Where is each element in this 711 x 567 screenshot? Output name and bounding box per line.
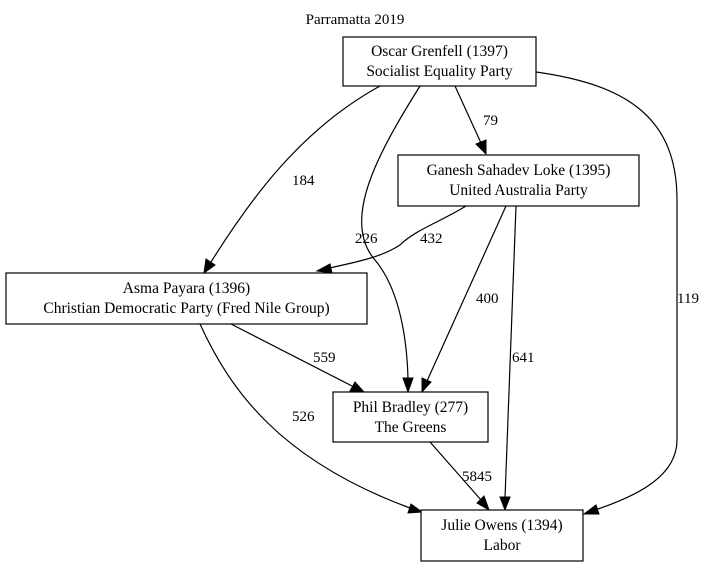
node-party: United Australia Party [449, 182, 588, 199]
edge-oscar-to-ganesh: 79 [454, 85, 498, 156]
edge-oscar-to-asma: 184 [203, 85, 381, 275]
node-box [420, 509, 584, 562]
node-party: The Greens [375, 419, 447, 436]
node-name: Asma Payara (1396) [123, 280, 250, 297]
node-box [5, 272, 368, 325]
edge-label-oscar-phil: 226 [355, 231, 378, 247]
edge-line [199, 323, 411, 509]
edge-line [426, 205, 507, 382]
arrow-head [476, 495, 490, 512]
edge-line [454, 85, 482, 144]
edge-label-phil-julie: 5845 [462, 469, 492, 485]
edge-phil-to-julie: 5845 [429, 441, 492, 512]
edge-ganesh-to-asma: 432 [315, 205, 467, 274]
edge-line [360, 85, 421, 380]
edge-label-asma-julie: 526 [292, 409, 315, 425]
edge-ganesh-to-julie: 641 [499, 205, 535, 512]
node-box [397, 154, 640, 207]
node-name: Ganesh Sahadev Loke (1395) [427, 162, 611, 179]
node-name: Phil Bradley (277) [353, 399, 468, 416]
edge-line [329, 205, 467, 269]
arrow-head [499, 496, 511, 512]
edge-label-oscar-ganesh: 79 [483, 113, 498, 129]
edge-asma-to-phil: 559 [230, 323, 366, 393]
edge-label-ganesh-asma: 432 [420, 231, 443, 247]
node-name: Julie Owens (1394) [441, 517, 562, 534]
node-party: Labor [483, 537, 521, 554]
edges: 79 184 226 119 432 4 [199, 71, 699, 515]
edge-line [230, 323, 353, 387]
node-oscar-grenfell: Oscar Grenfell (1397) Socialist Equality… [342, 36, 537, 87]
node-party: Christian Democratic Party (Fred Nile Gr… [43, 300, 329, 317]
edge-oscar-to-julie: 119 [535, 71, 699, 515]
edge-label-ganesh-julie: 641 [512, 350, 535, 366]
edge-label-oscar-julie: 119 [677, 291, 699, 307]
nodes: Oscar Grenfell (1397) Socialist Equality… [5, 36, 640, 562]
edge-label-ganesh-phil: 400 [476, 291, 499, 307]
arrow-head [203, 258, 216, 275]
edge-label-oscar-asma: 184 [292, 173, 315, 189]
edge-ganesh-to-phil: 400 [421, 205, 507, 394]
node-box [342, 36, 537, 87]
edge-label-asma-phil: 559 [313, 350, 336, 366]
arrow-head [407, 503, 424, 514]
arrow-head [421, 377, 432, 394]
arrow-head [582, 504, 600, 515]
node-julie-owens: Julie Owens (1394) Labor [420, 509, 584, 562]
arrow-head [402, 377, 414, 394]
node-name: Oscar Grenfell (1397) [371, 43, 508, 60]
arrow-head [315, 263, 333, 274]
arrow-head [475, 139, 487, 156]
edge-line [504, 205, 517, 499]
node-party: Socialist Equality Party [366, 63, 513, 80]
arrow-head [349, 381, 366, 393]
node-ganesh-sahadev-loke: Ganesh Sahadev Loke (1395) United Austra… [397, 154, 640, 207]
edge-oscar-to-phil: 226 [355, 85, 421, 394]
edge-line [429, 441, 482, 501]
diagram-title: Parramatta 2019 [306, 12, 405, 28]
edge-line [210, 85, 381, 263]
node-box [332, 391, 489, 443]
edge-line [535, 71, 678, 511]
node-asma-payara: Asma Payara (1396) Christian Democratic … [5, 272, 368, 325]
node-phil-bradley: Phil Bradley (277) The Greens [332, 391, 489, 443]
edge-asma-to-julie: 526 [199, 323, 424, 514]
